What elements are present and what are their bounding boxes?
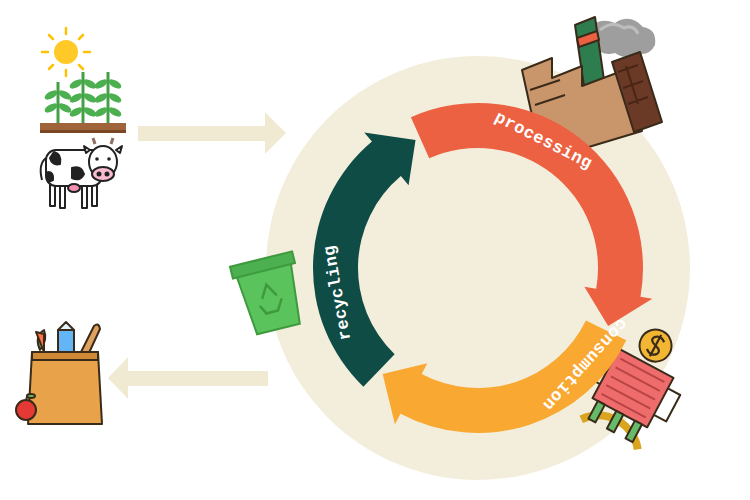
- recycle-bin-icon-part-part: [261, 306, 267, 315]
- grocery-icon-part: [36, 332, 44, 352]
- crops-icon-part-part: [84, 51, 90, 54]
- grocery-icon-part: [58, 330, 74, 354]
- recycle-bin-icon-part: [230, 251, 295, 278]
- recycle-bin-icon: [230, 251, 310, 336]
- cow-icon-part: [72, 167, 84, 179]
- background-disc: [266, 56, 690, 480]
- crops-icon-part-part: [68, 77, 84, 90]
- grocery-icon: [16, 322, 102, 424]
- crops-icon-part-part: [57, 82, 60, 124]
- grocery-icon-part: [32, 352, 98, 360]
- cow-icon-part: [92, 167, 114, 181]
- factory-icon-part: [600, 24, 638, 34]
- cow-icon-part: [98, 173, 101, 176]
- crops-icon-part-part: [49, 65, 53, 69]
- money-machine-icon-part: [588, 401, 604, 422]
- cycle-stage: processing: [486, 104, 601, 179]
- outflow-arrow: [108, 357, 268, 399]
- cow-icon-part: [95, 157, 99, 161]
- crops-icon-part-part: [68, 91, 84, 104]
- crops-icon-part: [40, 123, 126, 132]
- crops-icon-part: [58, 72, 108, 124]
- crops-icon-part-part: [82, 72, 85, 124]
- crops-icon-part: [54, 40, 78, 64]
- cow-icon: [41, 138, 122, 208]
- cow-icon-part: [50, 152, 60, 164]
- crops-icon-part-part: [93, 77, 109, 90]
- crops-icon-part-part: [107, 72, 110, 124]
- factory-icon-part: [577, 31, 599, 47]
- money-machine-icon-part: [654, 388, 680, 421]
- crops-icon-part-part: [93, 105, 109, 118]
- crops-icon-part-part: [79, 35, 83, 39]
- money-machine-icon-part: [602, 359, 665, 418]
- cow-icon-part: [107, 157, 111, 161]
- factory-icon-part: [530, 80, 565, 105]
- grocery-icon-part: [80, 325, 100, 355]
- recycle-bin-icon-part: [256, 282, 284, 314]
- crops-icon-part: [43, 77, 123, 118]
- cow-icon-part: [48, 172, 53, 182]
- factory-icon-part: [618, 65, 648, 104]
- stage-label: consumption: [538, 314, 631, 414]
- crops-icon-part: [40, 130, 126, 133]
- grocery-icon-part: [27, 394, 35, 398]
- cycle-stage: consumption: [533, 308, 636, 418]
- stage-label: processing: [491, 109, 595, 174]
- factory-icon-part: [612, 52, 662, 132]
- money-machine-icon-part: [607, 411, 623, 432]
- crops-icon-part-part: [42, 51, 48, 54]
- crops-icon-part-part: [82, 105, 98, 118]
- cow-icon-part: [68, 184, 80, 192]
- grocery-icon-part: [58, 322, 74, 330]
- cow-icon-part: [84, 146, 90, 153]
- crops-icon: [40, 28, 126, 133]
- money-machine-icon-part: [625, 421, 641, 442]
- crops-icon-part-part: [107, 105, 123, 118]
- crops-icon-part-part: [65, 70, 68, 76]
- cycle-arrow: [411, 103, 652, 326]
- inflow-arrow: [138, 112, 286, 154]
- crops-icon-part-part: [43, 101, 59, 114]
- crops-icon-part-part: [107, 91, 123, 104]
- cow-icon-part: [106, 173, 109, 176]
- grocery-icon-part: [28, 352, 102, 424]
- grocery-icon-part: [16, 400, 36, 420]
- crops-icon-part-part: [65, 28, 68, 34]
- money-machine-icon-part: [634, 324, 677, 367]
- crops-icon-part-part: [93, 91, 109, 104]
- cycle-stage: recycling: [317, 239, 360, 347]
- crops-icon-part-part: [43, 88, 59, 101]
- crops-icon-part-part: [49, 35, 53, 39]
- cycle-arrow: [313, 132, 416, 386]
- crops-icon-part: [42, 28, 90, 76]
- cow-icon-part: [93, 138, 113, 144]
- recycle-bin-icon-part-part: [264, 299, 284, 313]
- cycle-ring: [313, 103, 652, 433]
- crops-icon-part-part: [68, 105, 84, 118]
- cow-icon-part: [116, 146, 122, 153]
- crops-icon-part-part: [107, 77, 123, 90]
- stage-label: recycling: [320, 244, 355, 342]
- crops-icon-part-part: [82, 91, 98, 104]
- recycle-bin-icon-part-part: [260, 283, 276, 298]
- cow-icon-part: [41, 158, 46, 180]
- crops-icon-part-part: [79, 65, 83, 69]
- money-machine-icon-part: [645, 332, 667, 359]
- crops-icon-part-part: [82, 77, 98, 90]
- cycle-arrow: [383, 321, 627, 433]
